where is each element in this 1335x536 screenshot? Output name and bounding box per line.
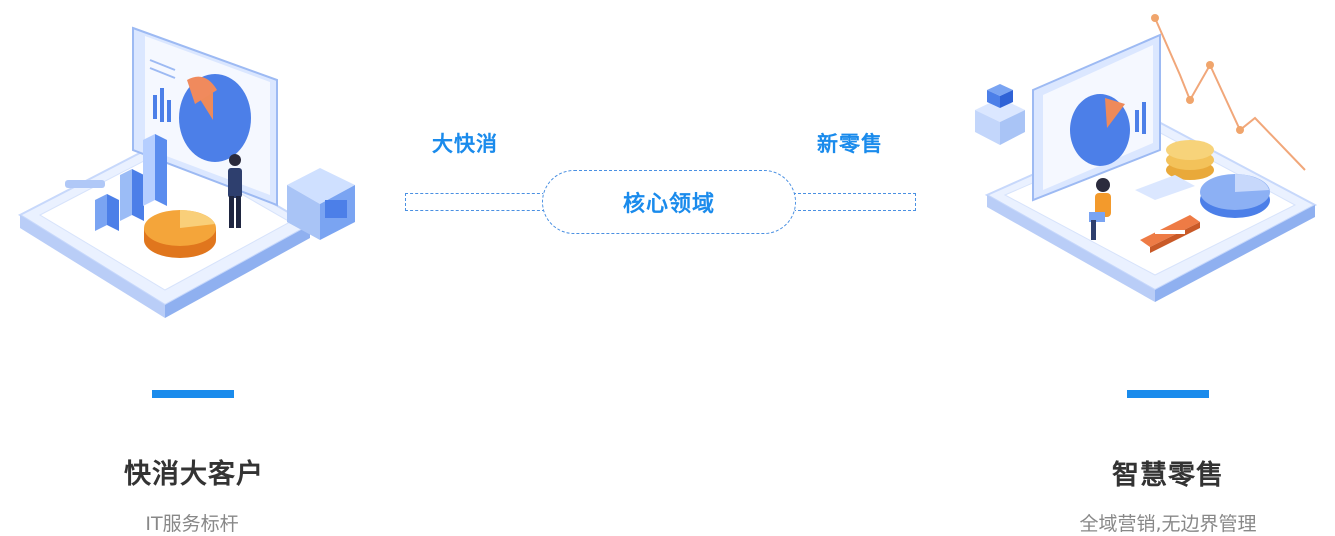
right-card-subtitle: 全域营销,无边界管理 bbox=[1079, 513, 1257, 535]
core-domain-pill: 核心领域 bbox=[542, 170, 796, 234]
smart-retail-illustration bbox=[975, 14, 1318, 302]
right-accent-bar bbox=[1127, 390, 1209, 398]
core-domain-label: 核心领域 bbox=[622, 192, 715, 217]
left-dashed-connector bbox=[405, 193, 545, 211]
left-domain-label: 大快消 bbox=[432, 132, 498, 156]
right-card-title: 智慧零售 bbox=[1112, 460, 1224, 491]
left-card-subtitle: IT服务标杆 bbox=[145, 513, 239, 535]
right-domain-label: 新零售 bbox=[817, 132, 883, 156]
left-accent-bar bbox=[152, 390, 234, 398]
right-dashed-connector bbox=[793, 193, 916, 211]
left-card-title: 快消大客户 bbox=[124, 459, 264, 490]
fmcg-dashboard-illustration bbox=[17, 26, 355, 318]
